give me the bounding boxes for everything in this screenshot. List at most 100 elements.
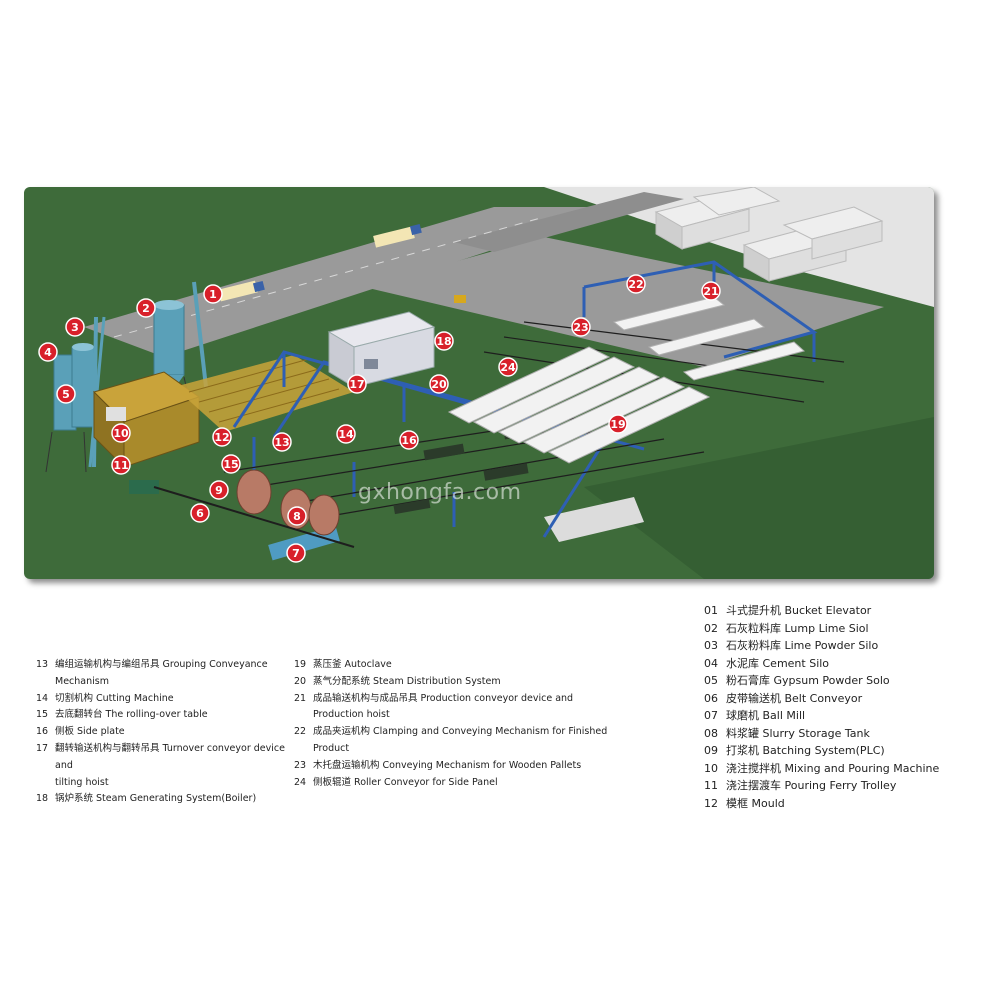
legend-item: 11 浇注摆渡车 Pouring Ferry Trolley	[704, 777, 964, 795]
legend-item-number: 21	[294, 692, 307, 704]
legend-item-text: 侧板 Side plate	[55, 726, 125, 738]
legend-item-number: 24	[294, 776, 307, 788]
road-marking	[113, 216, 545, 338]
legend-item-number	[294, 707, 311, 724]
marker-label: 6	[196, 507, 204, 520]
legend-item-text: 侧板辊道 Roller Conveyor for Side Panel	[313, 776, 498, 788]
legend-item-text: 斗式提升机 Bucket Elevator	[726, 604, 872, 617]
legend-item-number: 22	[294, 726, 307, 738]
legend-item-text: 成品输送机构与成品吊具 Production conveyor device a…	[313, 692, 574, 704]
marker-circle	[209, 480, 229, 500]
legend-item: 24 侧板辊道 Roller Conveyor for Side Panel	[294, 775, 614, 792]
marker-circle	[286, 543, 306, 563]
legend-item: 02 石灰粒料库 Lump Lime Siol	[704, 620, 964, 638]
marker-circle	[608, 414, 628, 434]
road-back	[454, 192, 684, 252]
legend-item-text: 编组运输机构与编组吊具 Grouping Conveyance Mechanis…	[55, 659, 268, 687]
legend-item-text: 去底翻转台 The rolling-over table	[55, 709, 208, 721]
legend-item: 14 切割机构 Cutting Machine	[36, 691, 291, 708]
legend-item: 13 编组运输机构与编组吊具 Grouping Conveyance Mechan…	[36, 657, 291, 691]
marker-label: 20	[431, 378, 447, 391]
legend-item-text: 石灰粒料库 Lump Lime Siol	[726, 621, 869, 635]
legend-item-text: 浇注搅拌机 Mixing and Pouring Machine	[726, 761, 940, 775]
legend-item: 16 侧板 Side plate	[36, 724, 291, 741]
legend-item-text: 蒸气分配系统 Steam Distribution System	[313, 675, 501, 687]
legend-item-number: 10	[704, 761, 718, 775]
legend-item-number: 16	[36, 726, 49, 738]
legend-item-text: 锅炉系统 Steam Generating System(Boiler)	[55, 793, 257, 805]
legend-item-text: Production hoist	[313, 709, 390, 721]
marker-label: 21	[703, 285, 718, 298]
legend-item-number: 13	[36, 659, 49, 670]
legend-item: 06 皮带输送机 Belt Conveyor	[704, 690, 964, 708]
marker-label: 9	[215, 484, 223, 497]
marker-circle	[65, 317, 85, 337]
legend-item-number: 14	[36, 692, 49, 704]
marker-label: 2	[142, 302, 150, 315]
truck-icons	[218, 223, 466, 303]
marker-circle	[190, 503, 210, 523]
marker-label: 18	[436, 335, 451, 348]
marker-label: 11	[113, 459, 128, 472]
watermark: gxhongfa.com	[358, 480, 522, 505]
legend-item-number: 09	[704, 744, 718, 757]
marker-circle	[56, 384, 76, 404]
marker-circle	[111, 423, 131, 443]
legend-item-text: 水泥库 Cement Silo	[726, 656, 830, 670]
legend-item: tilting hoist	[36, 775, 291, 792]
legend-item-text: 切割机构 Cutting Machine	[55, 692, 174, 704]
legend-item-number: 11	[704, 779, 718, 792]
legend-item-text: 浇注摆渡车 Pouring Ferry Trolley	[726, 779, 897, 792]
marker-circle	[272, 432, 292, 452]
marker-circle	[399, 430, 419, 450]
marker-circle	[701, 281, 721, 301]
marker-circle	[571, 317, 591, 337]
legend-item-text: 皮带输送机 Belt Conveyor	[726, 691, 863, 705]
marker-label: 4	[44, 346, 52, 359]
marker-label: 14	[338, 428, 354, 441]
finished-goods-warehouses	[654, 187, 884, 282]
legend-item-number: 02	[704, 621, 718, 635]
mixing-station	[93, 371, 201, 469]
marker-label: 15	[223, 458, 238, 471]
legend-item-number: 07	[704, 709, 718, 722]
mould-line	[174, 355, 354, 432]
legend-item-text: 球磨机 Ball Mill	[726, 709, 806, 722]
road-right	[364, 237, 884, 367]
concrete-pad	[544, 497, 644, 542]
legend-item: 07 球磨机 Ball Mill	[704, 707, 964, 725]
legend-item-number	[36, 775, 53, 792]
marker-label: 13	[274, 436, 289, 449]
legend-item-number: 08	[704, 726, 718, 740]
marker-circle	[626, 274, 646, 294]
marker-label: 8	[293, 510, 301, 523]
legend-item-text: 蒸压釜 Autoclave	[313, 659, 392, 670]
legend-item-text: 模框 Mould	[726, 796, 785, 810]
marker-label: 10	[113, 427, 129, 440]
legend-item-text: tilting hoist	[55, 776, 109, 788]
legend-item-number: 06	[704, 691, 718, 705]
silos	[45, 281, 208, 473]
legend-item-number: 18	[36, 793, 49, 805]
legend-item: 18 锅炉系统 Steam Generating System(Boiler)	[36, 791, 291, 808]
marker-label: 23	[573, 321, 588, 334]
marker-circle	[287, 506, 307, 526]
grass-strip	[584, 417, 934, 579]
marker-label: 3	[71, 321, 79, 334]
marker-label: 5	[62, 388, 70, 401]
marker-circle	[203, 284, 223, 304]
legend-item-text: 木托盘运输机构 Conveying Mechanism for Wooden P…	[313, 759, 582, 771]
marker-circle	[212, 427, 232, 447]
legend-item-number: 04	[704, 656, 718, 670]
gantry-frames	[232, 260, 818, 538]
